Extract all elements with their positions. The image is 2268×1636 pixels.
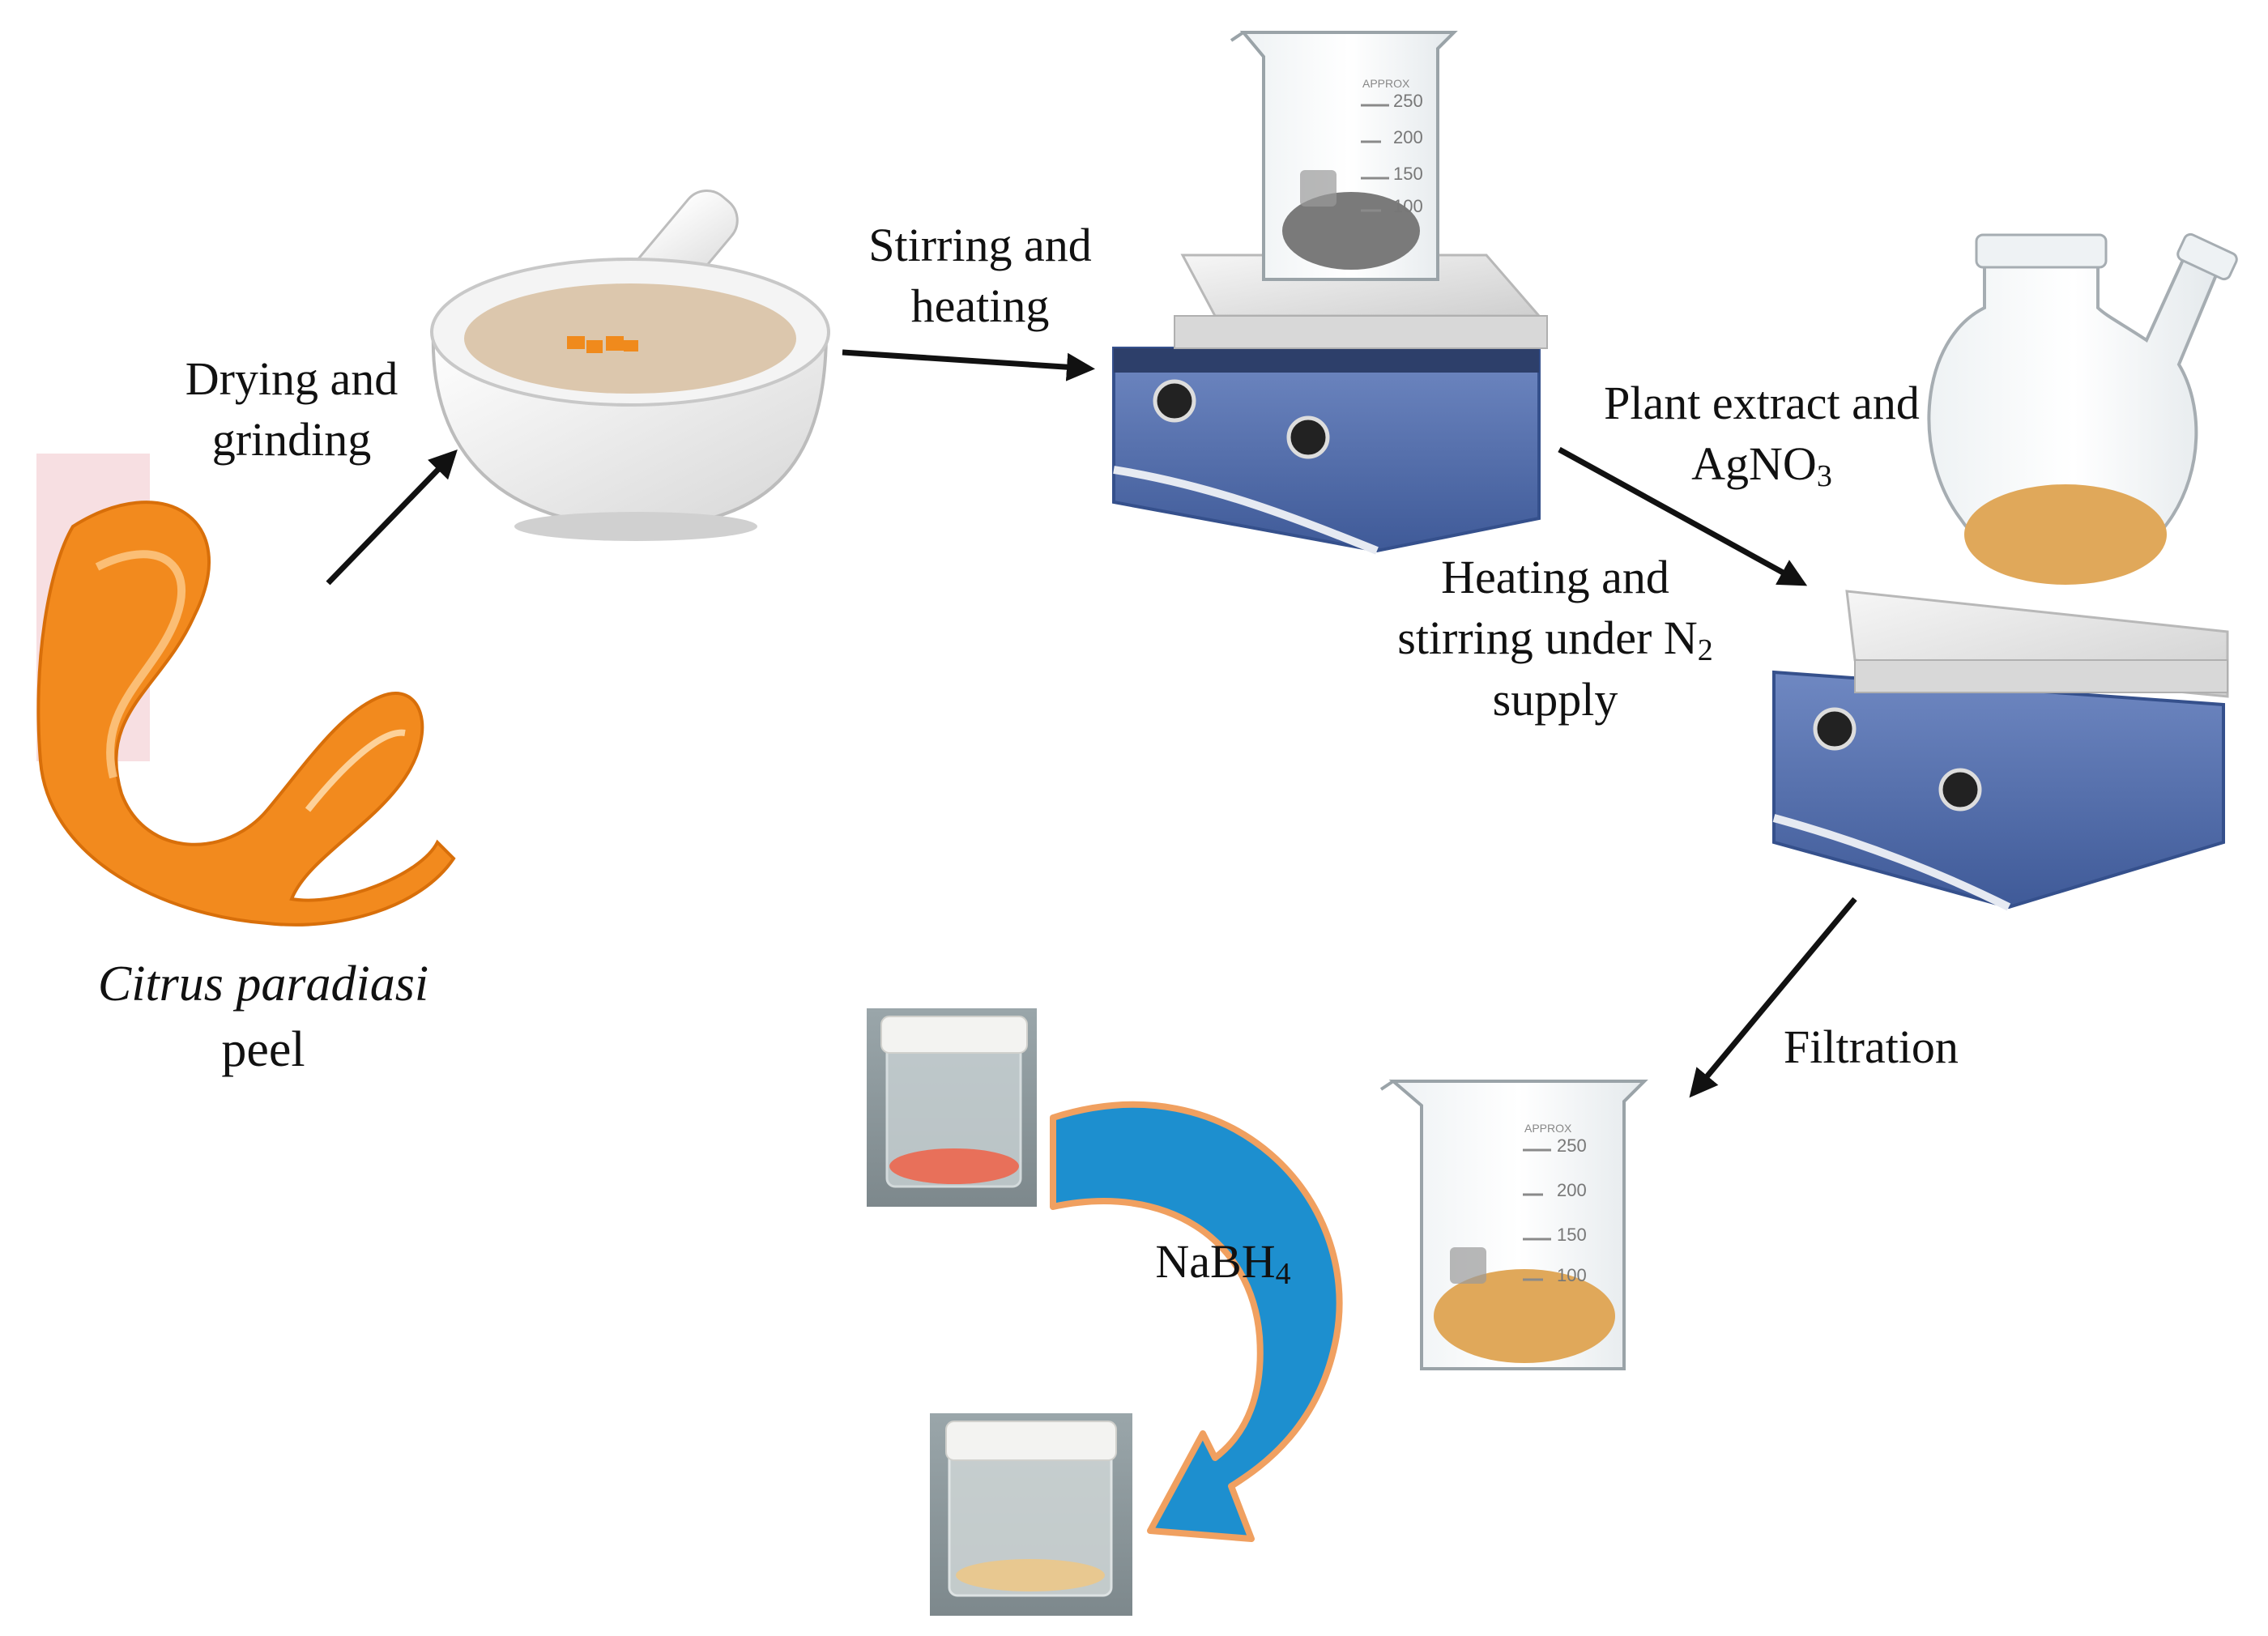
label-drying-line2: grinding	[211, 413, 372, 467]
beaker-graduation-label: 250	[1393, 91, 1423, 111]
citrus-peel-image	[36, 454, 456, 927]
label-plant-line2: AgNO3	[1691, 437, 1832, 494]
label-plant-extract: Plant extract and AgNO3	[1584, 373, 1940, 495]
label-nabh4: NaBH4	[1155, 1235, 1291, 1291]
beaker-graduation-label: 200	[1393, 127, 1423, 147]
beaker-grey-image	[1230, 31, 1458, 281]
label-stirring-heating: Stirring and heating	[850, 215, 1110, 337]
beaker-graduation-label: 150	[1557, 1225, 1587, 1245]
label-filtration: Filtration	[1784, 1020, 1959, 1073]
curved-reduction-arrow	[1050, 1101, 1343, 1542]
label-citrus-line1: Citrus paradiasi	[97, 956, 429, 1012]
beaker-graduation-label: 100	[1393, 196, 1423, 216]
label-stirring-line1: Stirring and	[868, 219, 1092, 271]
mortar-pestle-image	[430, 190, 830, 541]
label-plant-line1: Plant extract and	[1604, 377, 1920, 429]
label-heatn2-line1: Heating and	[1441, 551, 1669, 603]
beaker-brand-label: APPROX	[1362, 77, 1410, 90]
arrow-peel-to-mortar	[326, 449, 458, 586]
beaker-tan-image	[1379, 1080, 1648, 1370]
label-stirring-line2: heating	[910, 279, 1050, 333]
arrow-hotplate-to-flask	[1558, 446, 1808, 586]
label-heatn2-line2: stirring under N2	[1397, 611, 1713, 668]
jar-red-solution-image	[867, 1008, 1037, 1207]
label-heatn2-line3: supply	[1492, 672, 1618, 726]
beaker-graduation-label: 150	[1393, 164, 1423, 184]
hotplate-1-image	[1112, 253, 1548, 555]
label-drying-grinding: Drying and grinding	[166, 348, 417, 471]
beaker-graduation-label: 250	[1557, 1135, 1587, 1156]
beaker-brand-label: APPROX	[1524, 1122, 1572, 1135]
beaker-graduation-label: 100	[1557, 1265, 1587, 1285]
label-drying-line1: Drying and	[185, 352, 399, 405]
arrow-mortar-to-hotplate	[842, 349, 1095, 381]
round-bottom-flask-image	[1927, 232, 2238, 585]
hotplate-2-image	[1772, 590, 2229, 911]
label-citrus-peel: Citrus paradiasi peel	[49, 952, 478, 1082]
jar-yellow-solution-image	[930, 1413, 1132, 1616]
arrow-hotplate-to-beaker	[1689, 897, 1857, 1098]
label-citrus-line2: peel	[221, 1021, 305, 1077]
beaker-graduation-label: 200	[1557, 1180, 1587, 1200]
label-heating-stirring-n2: Heating and stirring under N2 supply	[1377, 547, 1733, 730]
